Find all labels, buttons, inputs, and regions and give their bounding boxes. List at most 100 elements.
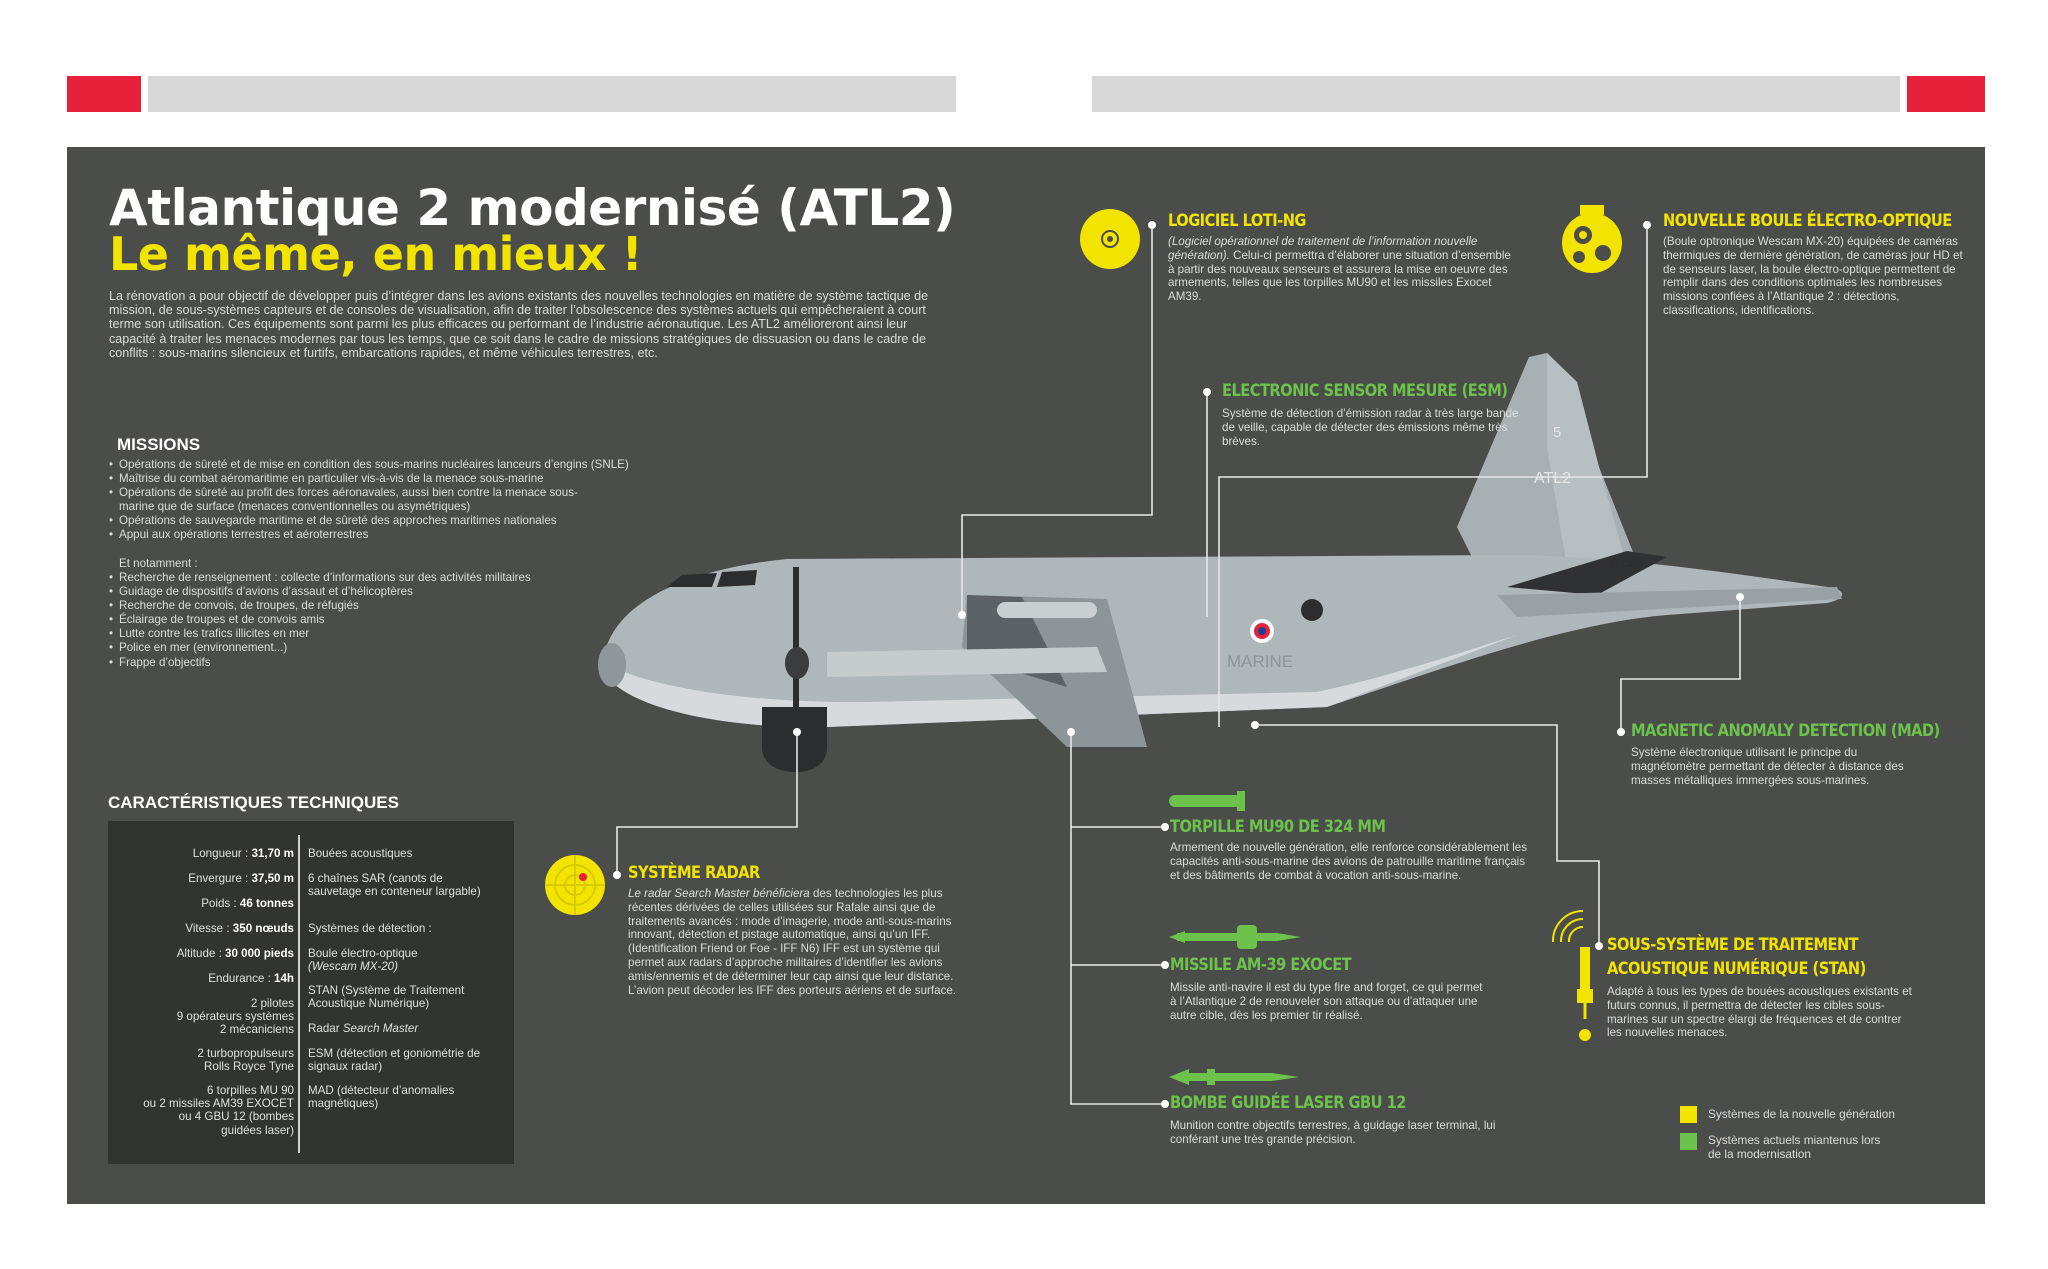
feature-boule-title: NOUVELLE BOULE ÉLECTRO-OPTIQUE bbox=[1663, 211, 1952, 231]
page-subtitle: Le même, en mieux ! bbox=[109, 227, 643, 281]
nose-radome bbox=[598, 643, 626, 687]
list-item: Maîtrise du combat aéromaritime en parti… bbox=[109, 472, 709, 486]
page-title: Atlantique 2 modernisé (ATL2) bbox=[109, 179, 956, 237]
specs-heading: CARACTÉRISTIQUES TECHNIQUES bbox=[108, 793, 399, 812]
tail-number: 5 bbox=[1553, 424, 1561, 441]
radar-radome bbox=[762, 707, 827, 772]
spec-radar: Radar Search Master bbox=[308, 1022, 419, 1035]
spec-engines: 2 turbopropulseurs Rolls Royce Tyne bbox=[197, 1047, 294, 1074]
legend-new-gen: Systèmes de la nouvelle génération bbox=[1708, 1107, 1895, 1121]
spec-sar: 6 chaînes SAR (canots de sauvetage en co… bbox=[308, 872, 481, 899]
leader-lines bbox=[616, 225, 1741, 1105]
stabilizer-lower bbox=[1497, 587, 1842, 617]
list-item: Police en mer (environnement...) bbox=[109, 641, 709, 655]
spec-weapons: 6 torpilles MU 90 ou 2 missiles AM39 EXO… bbox=[143, 1084, 294, 1137]
spec-mad: MAD (détecteur d’anomalies magnétiques) bbox=[308, 1084, 455, 1111]
leader-loti bbox=[961, 225, 1153, 615]
tail-mark: SECBAT bbox=[1609, 559, 1645, 569]
tail-fin-shade bbox=[1547, 353, 1627, 567]
feature-radar-title: SYSTÈME RADAR bbox=[628, 863, 760, 883]
list-item: Recherche de convois, de troupes, de réf… bbox=[109, 599, 709, 613]
spec-weight: Poids : 46 tonnes bbox=[201, 897, 294, 910]
top-bar-grey-left bbox=[148, 76, 956, 112]
spec-stan: STAN (Système de Traitement Acoustique N… bbox=[308, 984, 465, 1011]
missions-list: Opérations de sûreté et de mise en condi… bbox=[109, 458, 709, 543]
feature-torpille-title: TORPILLE MU90 DE 324 MM bbox=[1170, 817, 1386, 837]
feature-loti-text: (Logiciel opérationnel de traitement de … bbox=[1168, 235, 1511, 304]
spec-esm: ESM (détection et goniométrie de signaux… bbox=[308, 1047, 481, 1074]
feature-missile-text: Missile anti-navire il est du type fire … bbox=[1170, 981, 1483, 1022]
top-bar-red-left bbox=[67, 76, 141, 112]
top-bar-grey-right bbox=[1092, 76, 1900, 112]
feature-boule-text: (Boule optronique Wescam MX-20) équipées… bbox=[1663, 235, 1963, 317]
list-item: Appui aux opérations terrestres et aérot… bbox=[109, 528, 709, 542]
aircraft-illustration: 5 ATL2 SECBAT MARINE bbox=[545, 205, 1842, 1108]
spec-crew: 2 pilotes 9 opérateurs systèmes 2 mécani… bbox=[176, 997, 294, 1037]
spec-detection: Systèmes de détection : bbox=[308, 922, 432, 935]
radar-scope-icon bbox=[545, 855, 605, 915]
horizontal-stabilizer bbox=[1507, 551, 1667, 595]
leader-mad bbox=[1620, 597, 1741, 732]
engine-pod-top bbox=[997, 602, 1097, 618]
disc-icon bbox=[1080, 209, 1140, 269]
spec-endurance: Endurance : 14h bbox=[208, 972, 294, 985]
cockpit-window-2 bbox=[717, 570, 757, 587]
missions-notamment: Et notamment : bbox=[119, 557, 198, 570]
list-item: Recherche de renseignement : collecte d’… bbox=[109, 571, 709, 585]
infographic-panel: Atlantique 2 modernisé (ATL2) Le même, e… bbox=[67, 147, 1985, 1204]
feature-missile-title: MISSILE AM-39 EXOCET bbox=[1170, 955, 1352, 975]
feature-loti-title: LOGICIEL LOTI-NG bbox=[1168, 211, 1306, 231]
leader-bombe bbox=[1070, 827, 1165, 1105]
feature-stan-text: Adapté à tous les types de bouées acoust… bbox=[1607, 985, 1912, 1040]
spec-speed: Vitesse : 350 nœuds bbox=[185, 922, 294, 935]
feature-stan-title-1: SOUS-SYSTÈME DE TRAITEMENT bbox=[1607, 935, 1859, 955]
leader-dots bbox=[613, 221, 1744, 1108]
feature-torpille-text: Armement de nouvelle génération, elle re… bbox=[1170, 841, 1528, 882]
feature-radar-text: Le radar Search Master bénéficiera des t… bbox=[628, 887, 957, 997]
feature-mad-text: Système électronique utilisant le princi… bbox=[1631, 746, 1904, 787]
feature-esm-text: Système de détection d’émission radar à … bbox=[1222, 407, 1519, 448]
list-item: Guidage de dispositifs d’avions d’assaut… bbox=[109, 585, 709, 599]
specs-table: Longueur : 31,70 m Envergure : 37,50 m P… bbox=[108, 821, 514, 1164]
top-bar-red-right bbox=[1907, 76, 1985, 112]
spec-wingspan: Envergure : 37,50 m bbox=[188, 872, 294, 885]
propeller-spinner bbox=[785, 647, 809, 679]
feature-mad-title: MAGNETIC ANOMALY DETECTION (MAD) bbox=[1631, 721, 1940, 741]
roundel-blue bbox=[1258, 627, 1266, 635]
list-item: Frappe d’objectifs bbox=[109, 656, 709, 670]
leader-radar bbox=[616, 732, 798, 875]
spec-optronic: Boule électro-optique(Wescam MX-20) bbox=[308, 947, 418, 974]
optronic-ball bbox=[1301, 599, 1323, 621]
fuselage-belly bbox=[612, 635, 1517, 728]
list-item: Lutte contre les trafics illicites en me… bbox=[109, 627, 709, 641]
feature-bombe-title: BOMBE GUIDÉE LASER GBU 12 bbox=[1170, 1093, 1406, 1113]
list-item: Opérations de sûreté au profit des force… bbox=[109, 486, 609, 514]
spec-buoys: Bouées acoustiques bbox=[308, 847, 413, 860]
leader-boule bbox=[1218, 225, 1648, 727]
missions-heading: MISSIONS bbox=[117, 435, 201, 454]
missions-list-secondary: Recherche de renseignement : collecte d’… bbox=[109, 571, 709, 670]
tail-code: ATL2 bbox=[1534, 470, 1571, 487]
spec-altitude: Altitude : 30 000 pieds bbox=[176, 947, 294, 960]
spec-length: Longueur : 31,70 m bbox=[192, 847, 294, 860]
list-item: Éclairage de troupes et de convois amis bbox=[109, 613, 709, 627]
intro-paragraph: La rénovation a pour objectif de dévelop… bbox=[109, 289, 929, 360]
fuselage-text: MARINE bbox=[1227, 652, 1293, 671]
list-item: Opérations de sauvegarde maritime et de … bbox=[109, 514, 709, 528]
specs-divider bbox=[298, 835, 300, 1153]
feature-stan-title-2: ACOUSTIQUE NUMÉRIQUE (STAN) bbox=[1607, 959, 1866, 979]
list-item: Opérations de sûreté et de mise en condi… bbox=[109, 458, 709, 472]
leader-stan bbox=[1255, 724, 1600, 946]
torpedo-icon bbox=[1169, 791, 1245, 811]
legend-swatch-new bbox=[1680, 1106, 1697, 1123]
missile-icon bbox=[1169, 925, 1301, 949]
legend-swatch-current bbox=[1680, 1133, 1697, 1150]
feature-bombe-text: Munition contre objectifs terrestres, à … bbox=[1170, 1119, 1496, 1146]
camera-ball-icon bbox=[1562, 205, 1622, 273]
sonobuoy-icon bbox=[1551, 910, 1593, 1041]
bomb-icon bbox=[1169, 1069, 1299, 1085]
cockpit-windows bbox=[667, 573, 717, 587]
legend-current: Systèmes actuels miantenus lors de la mo… bbox=[1708, 1133, 1881, 1161]
engine-nacelle bbox=[827, 647, 1107, 677]
feature-esm-title: ELECTRONIC SENSOR MESURE (ESM) bbox=[1222, 381, 1508, 401]
